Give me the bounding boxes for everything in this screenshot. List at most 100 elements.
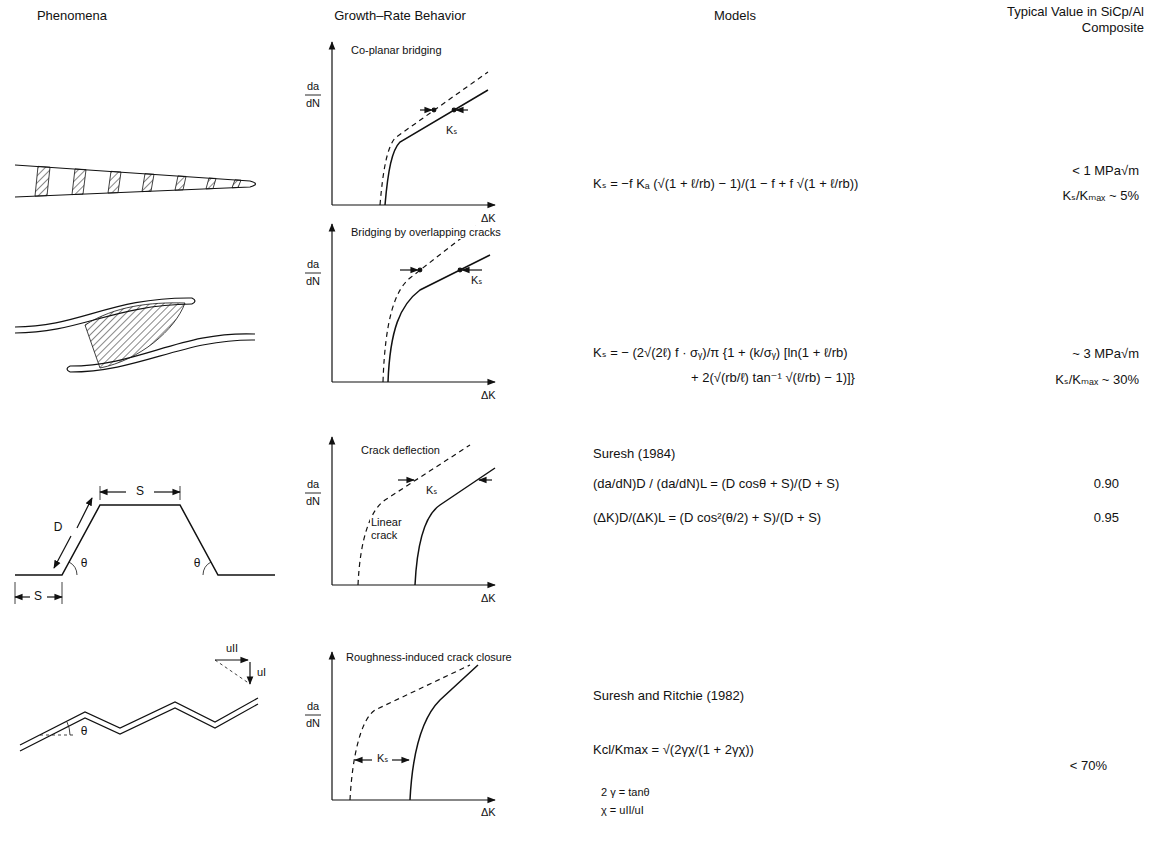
drawing-stroke: [15, 582, 62, 604]
drawing-stroke: [20, 704, 258, 751]
label: Growth–Rate Behavior: [333, 8, 467, 24]
drawing-stroke: [154, 491, 180, 492]
drawing-stroke: [69, 562, 77, 575]
label: uII: [225, 642, 239, 655]
label: dN: [305, 717, 321, 730]
label: Co-planar bridging: [350, 44, 443, 57]
label: θ: [80, 556, 89, 570]
label: ΔK: [480, 212, 497, 225]
drawing-stroke: [215, 660, 250, 684]
label: dN: [305, 97, 321, 110]
drawing-stroke: [385, 90, 488, 205]
label: da: [306, 258, 320, 271]
label: (da/dN)D / (da/dN)L = (D cosθ + S)/(D + …: [592, 476, 840, 492]
drawing-stroke: [388, 255, 490, 382]
drawing-stroke: [458, 268, 462, 272]
label: Roughness-induced crack closure: [345, 651, 513, 664]
drawing-stroke: [332, 799, 495, 800]
label: < 1 MPa√m: [1071, 163, 1140, 179]
drawing-stroke: [108, 171, 121, 193]
label: Kₛ = − (2√(2ℓ) f · σᵧ)/π {1 + (k/σᵧ) [ln…: [592, 345, 849, 361]
label: 0.95: [1093, 510, 1120, 526]
drawing-stroke: [54, 536, 71, 568]
drawing-stroke: [380, 72, 488, 205]
drawing-stroke: [331, 437, 332, 585]
drawing-stroke: [35, 166, 50, 196]
drawing-stroke: [305, 95, 321, 715]
drawing-stroke: [420, 109, 432, 110]
drawing-stroke: [456, 109, 468, 110]
drawing-stroke: [142, 174, 154, 192]
drawing-stroke: [392, 759, 409, 760]
drawing-stroke: [100, 491, 126, 492]
drawing-stroke: [355, 759, 372, 760]
label: S: [33, 589, 43, 603]
drawing-stroke: [249, 662, 250, 684]
label: D: [53, 520, 64, 534]
label: da: [306, 80, 320, 93]
drawing-stroke: [70, 340, 255, 372]
label: da: [306, 700, 320, 713]
drawing-stroke: [67, 722, 70, 735]
label: Kₛ: [470, 274, 483, 287]
label: 0.90: [1093, 476, 1120, 492]
drawing-stroke: [415, 468, 495, 585]
label: S: [135, 484, 145, 498]
label: Kₛ: [445, 124, 458, 137]
label: Phenomena: [36, 8, 108, 24]
drawing-stroke: [15, 505, 275, 575]
drawing-stroke: [203, 562, 211, 575]
drawing-stroke: [85, 303, 185, 368]
label: (ΔK)D/(ΔK)L = (D cos²(θ/2) + S)/(D + S): [592, 510, 822, 526]
label: dN: [305, 495, 321, 508]
drawing-stroke: [77, 498, 92, 528]
label: ~ 3 MPa√m: [1071, 346, 1140, 362]
drawing-stroke: [358, 445, 470, 585]
label: Suresh (1984): [592, 446, 676, 462]
label: da: [306, 478, 320, 491]
label: χ = uII/uI: [600, 804, 645, 817]
drawing-stroke: [15, 298, 192, 327]
label: 2 γ = tanθ: [600, 786, 651, 799]
drawing-stroke: [232, 180, 241, 188]
drawing-stroke: [15, 165, 256, 197]
drawing-stroke: [331, 42, 332, 205]
label: ΔK: [480, 592, 497, 605]
drawing-stroke: [15, 42, 495, 800]
label: Bridging by overlapping cracks: [350, 226, 502, 239]
drawing-stroke: [15, 304, 192, 333]
drawing-stroke: [206, 178, 216, 189]
drawing-stroke: [175, 176, 186, 190]
drawing-stroke: [479, 479, 492, 480]
drawing-stroke: [47, 596, 62, 597]
label: θ: [80, 724, 89, 738]
label: Kₛ: [425, 484, 438, 497]
label: Kₛ = −f Kₐ (√(1 + ℓ/rb) − 1)/(1 − f + f …: [592, 176, 859, 192]
drawing-stroke: [331, 224, 332, 382]
label: Typical Value in SiCp/Al Composite: [993, 4, 1145, 35]
label: ΔK: [480, 389, 497, 402]
drawing-stroke: [418, 268, 422, 272]
drawing-stroke: [215, 659, 248, 660]
label: Kₛ/Kₘₐₓ ~ 30%: [1054, 372, 1140, 388]
drawing-stroke: [331, 652, 332, 800]
label: Crack deflection: [360, 444, 441, 457]
drawing-stroke: [72, 169, 86, 195]
drawing-stroke: [192, 298, 195, 304]
label: Kcl/Kmax = √(2γχ/(1 + 2γχ)): [592, 742, 755, 758]
label: dN: [305, 275, 321, 288]
drawing-stroke: [383, 225, 478, 382]
drawing-stroke: [70, 334, 255, 366]
drawing-stroke: [452, 108, 456, 112]
drawing-stroke: [332, 204, 495, 205]
label: θ: [193, 556, 202, 570]
drawing-stroke: [332, 584, 495, 585]
label: Kₛ: [376, 752, 389, 765]
drawing-stroke: [400, 269, 418, 270]
label: ΔK: [480, 806, 497, 819]
label: Linear crack: [370, 516, 412, 542]
drawing-stroke: [332, 381, 495, 382]
drawing-stroke: [20, 698, 258, 745]
drawing-stroke: [67, 366, 70, 372]
